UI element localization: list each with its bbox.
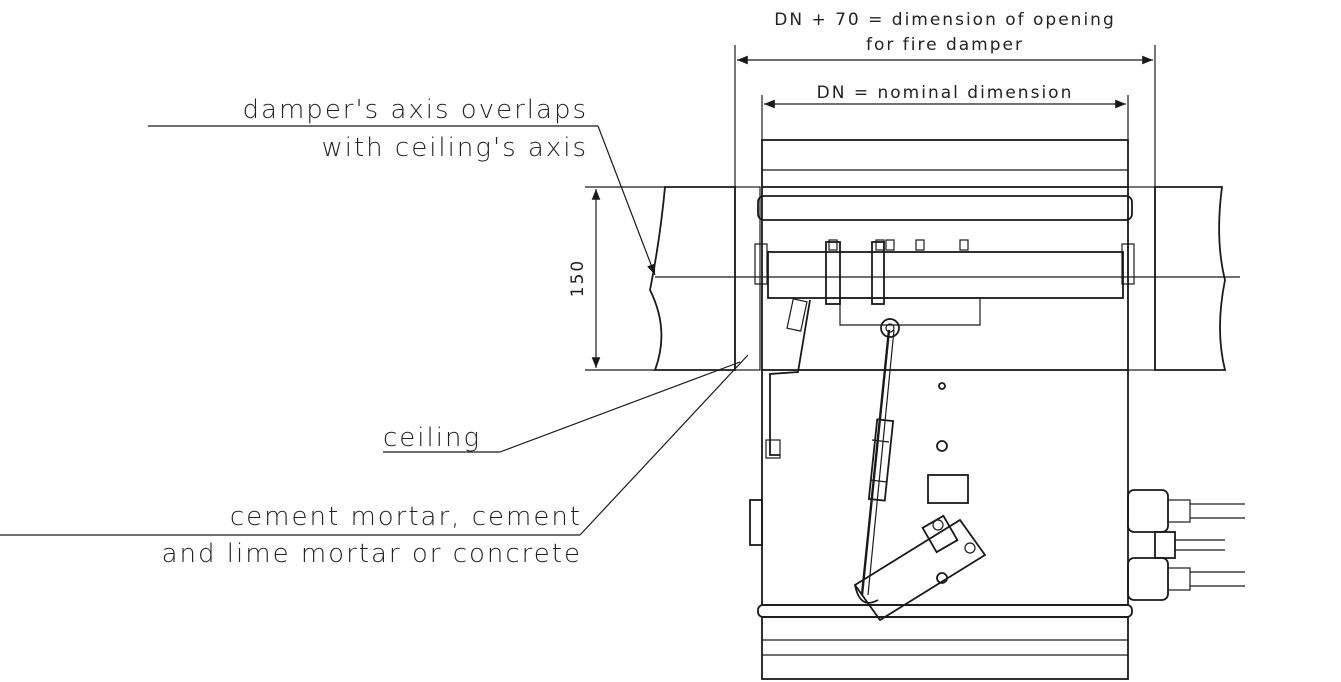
dimension-dn — [761, 95, 1129, 140]
damper-upper-ring — [757, 195, 1133, 221]
damper-top-collar — [761, 139, 1129, 188]
connector-top — [1127, 489, 1169, 533]
ceiling-slab-right — [1154, 186, 1227, 371]
label-mortar-line1: cement mortar, cement — [230, 502, 582, 532]
ceiling-slab-left — [649, 186, 736, 371]
blade-bolts — [828, 239, 969, 251]
mortar-left — [734, 186, 761, 371]
dimension-150 — [585, 186, 665, 371]
blade-clamp-right — [871, 241, 885, 305]
label-axis-line2: with ceiling's axis — [321, 133, 588, 163]
damper-housing — [761, 369, 1129, 606]
damper-blade — [767, 251, 1124, 299]
dimension-dn70 — [734, 45, 1156, 187]
actuator-housing — [853, 518, 987, 622]
leader-lines — [0, 125, 749, 536]
label-dn70-line2: for fire damper — [866, 35, 1024, 55]
label-dn70-line1: DN + 70 = dimension of opening — [774, 10, 1116, 30]
damper-body — [754, 139, 1135, 680]
electrical-connectors — [1127, 489, 1245, 601]
blade-clamp-left — [825, 241, 841, 305]
label-dn: DN = nominal dimension — [817, 83, 1074, 103]
ceiling-slab — [649, 186, 1227, 371]
indicator-window — [927, 474, 969, 504]
damper-bottom-ring — [757, 604, 1133, 618]
pivot-left — [754, 243, 768, 285]
label-mortar-line2: and lime mortar or concrete — [162, 539, 582, 569]
connector-bottom — [1127, 557, 1169, 601]
label-axis-line1: damper's axis overlaps — [243, 95, 588, 125]
turnbuckle — [867, 418, 895, 502]
connector-middle — [1154, 531, 1176, 559]
label-ceiling: ceiling — [383, 423, 481, 453]
rod-pivot-top — [880, 318, 900, 338]
actuation-mechanism — [749, 298, 987, 622]
damper-bottom-collar — [761, 616, 1129, 680]
pivot-right — [1121, 243, 1135, 285]
label-dim-150: 150 — [568, 259, 588, 297]
